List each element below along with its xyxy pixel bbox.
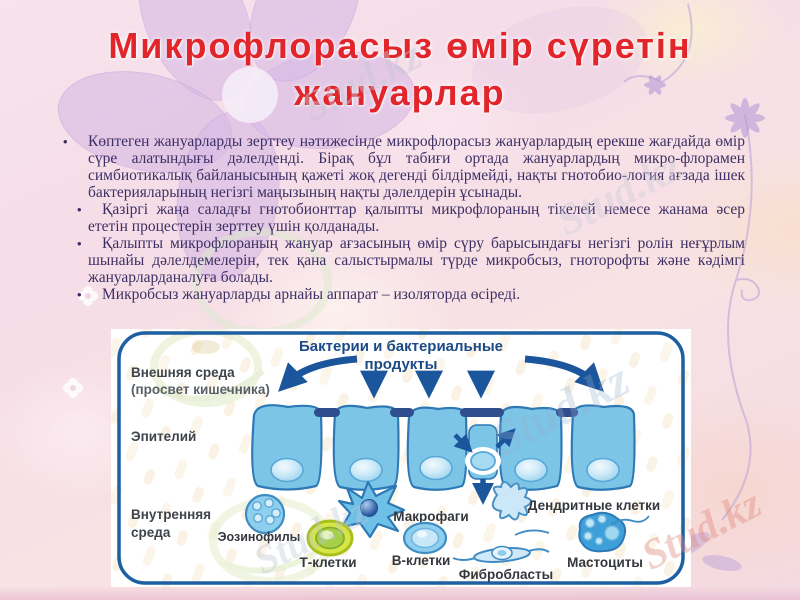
page-title: Микрофлорасыз өмір сүретін жануарлар: [0, 22, 800, 116]
label-eosinophils: Эозинофилы: [218, 530, 301, 544]
label-internal-environment-line2: среда: [131, 525, 171, 540]
label-t-cells: Т-клетки: [299, 555, 356, 570]
diagram-image: Бактерии и бактериальные продукты Внешня…: [111, 327, 691, 587]
bullet-text: Микробсыз жануарларды арнайы аппарат – и…: [102, 286, 521, 303]
label-fibroblasts: Фибробласты: [459, 567, 553, 582]
label-internal-environment-line1: Внутренняя: [131, 507, 211, 522]
bullet-text: Қазіргі жаңа саладғы гнотобионттар қалып…: [88, 201, 745, 235]
tight-junction-bars: [314, 408, 578, 417]
bottom-edge-shade: [0, 586, 800, 600]
diagram-border: [117, 331, 685, 585]
dendritic-cell: [491, 481, 532, 521]
title-line-1: Микрофлорасыз өмір сүретін: [108, 25, 692, 66]
macrophage-cell: [337, 480, 406, 539]
bacteria-arrows-icon: [278, 355, 604, 399]
label-b-cells: В-клетки: [392, 553, 451, 568]
bullet-item: • Қалыпты микрофлораның жануар ағзасының…: [57, 235, 745, 286]
bullet-item: • Көптеген жануарларды зерттеу нәтижесін…: [57, 133, 745, 201]
t-cell: [306, 519, 354, 557]
label-mastocytes: Мастоциты: [567, 555, 643, 570]
fibroblast-cell: [452, 545, 550, 563]
bullet-item: • Микробсыз жануарларды арнайы аппарат –…: [57, 286, 745, 303]
eosinophil-cell: [244, 493, 286, 535]
cell-nuclei: [270, 455, 620, 483]
bullet-marker: •: [77, 287, 82, 302]
bullet-text: Қалыпты микрофлораның жануар ағзасының ө…: [88, 235, 745, 286]
label-bacteria-line2: продукты: [365, 356, 438, 373]
bullet-list: • Көптеген жануарларды зерттеу нәтижесін…: [57, 133, 745, 303]
bullet-text: Көптеген жануарларды зерттеу нәтижесінде…: [88, 133, 745, 201]
label-dendritic-cells: Дендритные клетки: [528, 498, 660, 513]
label-bacteria-line1: Бактерии и бактериальные: [299, 338, 503, 355]
gut-immune-diagram: Бактерии и бактериальные продукты Внешня…: [111, 327, 691, 587]
nerve-fiber-squiggles: [514, 515, 650, 536]
title-line-2: жануарлар: [294, 72, 506, 113]
bullet-item: • Қазіргі жаңа саладғы гнотобионттар қал…: [57, 201, 745, 235]
bullet-marker: •: [77, 202, 82, 217]
label-external-environment-line1: Внешняя среда: [131, 365, 235, 380]
mastocyte-cell: [578, 511, 627, 553]
label-external-environment-line2: (просвет кишечника): [131, 382, 270, 397]
label-epithelium: Эпителий: [131, 429, 196, 444]
bullet-marker: •: [77, 236, 82, 251]
bullet-marker: •: [63, 134, 68, 149]
m-cell-sampling: [453, 428, 516, 505]
b-cell: [402, 521, 448, 555]
label-macrophages: Макрофаги: [393, 509, 468, 524]
